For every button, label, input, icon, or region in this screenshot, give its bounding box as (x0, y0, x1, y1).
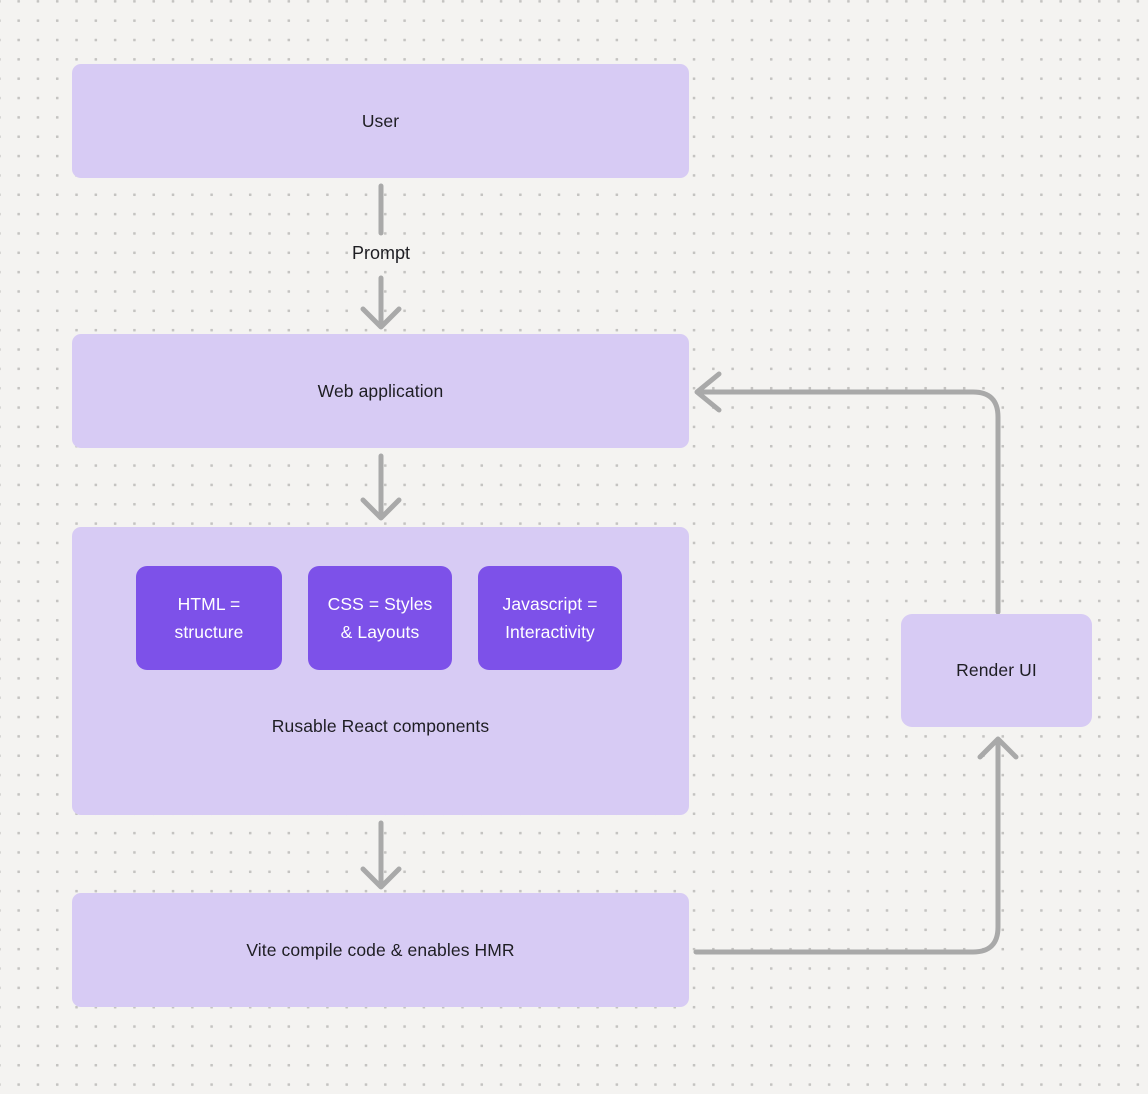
edge-vite-to-renderui (693, 740, 1001, 955)
node-css-line2: & Layouts (340, 622, 420, 642)
node-user: User (72, 64, 689, 178)
components-group-label: Rusable React components (271, 716, 490, 736)
edge-label-prompt: Prompt (351, 243, 411, 263)
arrowhead-down-vite (360, 866, 402, 890)
node-css-line1: CSS = Styles (327, 594, 433, 614)
node-components-group: HTML = structure CSS = Styles & Layouts … (72, 527, 689, 815)
node-js-line1: Javascript = (502, 594, 598, 614)
node-javascript-interactivity: Javascript = Interactivity (478, 566, 622, 670)
node-render-ui: Render UI (901, 614, 1092, 727)
arrowhead-down-webapp (360, 306, 402, 330)
node-web-application: Web application (72, 334, 689, 448)
node-html-line2: structure (174, 622, 244, 642)
node-vite: Vite compile code & enables HMR (72, 893, 689, 1007)
node-js-line2: Interactivity (505, 622, 595, 642)
node-html-structure: HTML = structure (136, 566, 282, 670)
node-user-label: User (361, 110, 400, 131)
node-css-styles: CSS = Styles & Layouts (308, 566, 452, 670)
edge-renderui-to-webapp (698, 389, 1001, 615)
arrowhead-up-renderui (977, 736, 1019, 760)
arrowhead-left-webapp (694, 371, 722, 413)
node-render-ui-label: Render UI (956, 660, 1037, 680)
node-vite-label: Vite compile code & enables HMR (246, 939, 515, 960)
arrowhead-down-components (360, 497, 402, 521)
node-html-line1: HTML = (177, 594, 241, 614)
node-web-application-label: Web application (317, 380, 444, 401)
